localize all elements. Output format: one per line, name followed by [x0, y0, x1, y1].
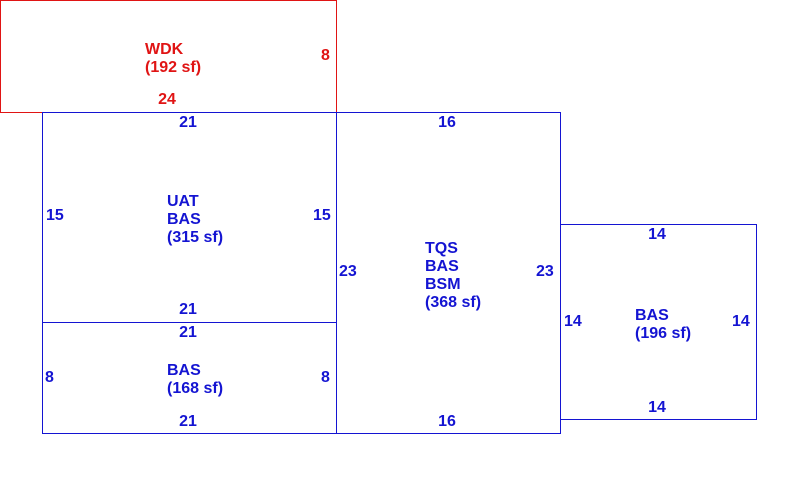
room-uat-area: (315 sf) — [167, 229, 224, 246]
room-tqs-code-2: BAS — [425, 258, 459, 275]
room-bas-right-dim-left: 14 — [564, 313, 582, 330]
room-tqs-dim-left: 23 — [339, 263, 357, 280]
room-wdk-label: WDK (192 sf) — [145, 41, 201, 77]
room-tqs-code-3: BSM — [425, 276, 461, 293]
room-wdk-dim-bottom: 24 — [158, 91, 176, 108]
room-bas-right-code: BAS — [635, 307, 669, 324]
room-wdk-area: (192 sf) — [145, 59, 202, 76]
room-tqs-label: TQS BAS BSM (368 sf) — [425, 240, 481, 312]
room-bas-lower-label: BAS (168 sf) — [167, 362, 223, 398]
room-bas-right-outline — [560, 224, 757, 420]
room-uat-code-2: BAS — [167, 211, 201, 228]
room-bas-right-area: (196 sf) — [635, 325, 692, 342]
room-tqs-dim-top: 16 — [438, 114, 456, 131]
room-uat-dim-left: 15 — [46, 207, 64, 224]
room-bas-right-label: BAS (196 sf) — [635, 307, 691, 343]
room-bas-right-dim-right: 14 — [732, 313, 750, 330]
room-wdk-dim-right: 8 — [321, 47, 330, 64]
room-bas-lower-dim-left: 8 — [45, 369, 54, 386]
room-bas-lower-code: BAS — [167, 362, 201, 379]
room-bas-lower-area: (168 sf) — [167, 380, 224, 397]
room-uat-dim-top: 21 — [179, 114, 197, 131]
room-uat-code-1: UAT — [167, 193, 199, 210]
room-bas-lower-dim-top: 21 — [179, 324, 197, 341]
room-tqs-dim-right: 23 — [536, 263, 554, 280]
room-uat-dim-right: 15 — [313, 207, 331, 224]
room-tqs-area: (368 sf) — [425, 294, 482, 311]
room-uat-dim-bottom: 21 — [179, 301, 197, 318]
room-bas-right-dim-bottom: 14 — [648, 399, 666, 416]
room-bas-lower-dim-bottom: 21 — [179, 413, 197, 430]
room-tqs-dim-bottom: 16 — [438, 413, 456, 430]
room-uat-label: UAT BAS (315 sf) — [167, 193, 223, 247]
room-bas-right-dim-top: 14 — [648, 226, 666, 243]
room-bas-lower-dim-right: 8 — [321, 369, 330, 386]
room-tqs-code-1: TQS — [425, 240, 458, 257]
room-wdk-code: WDK — [145, 41, 184, 58]
